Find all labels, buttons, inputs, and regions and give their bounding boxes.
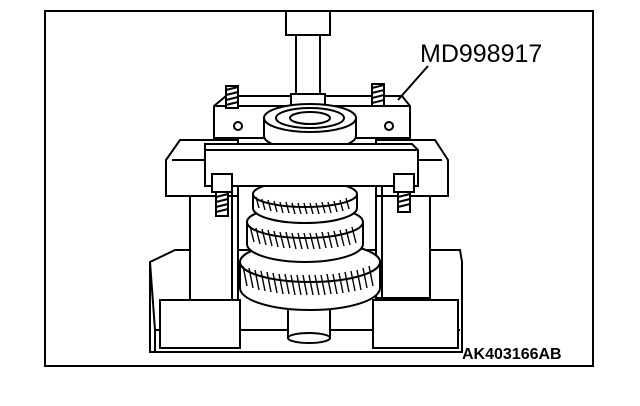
bearing: [263, 103, 357, 151]
press-ram: [285, 10, 331, 109]
figure-id-label: AK403166AB: [462, 346, 562, 363]
threaded-rods-upper: [225, 83, 385, 109]
callout-leader: [397, 65, 429, 101]
tool-lower-bar: [204, 143, 419, 187]
threaded-rods-lower: [211, 173, 415, 217]
gear-teeth-hatching: [242, 196, 374, 296]
tool-code-label: MD998917: [420, 40, 542, 68]
